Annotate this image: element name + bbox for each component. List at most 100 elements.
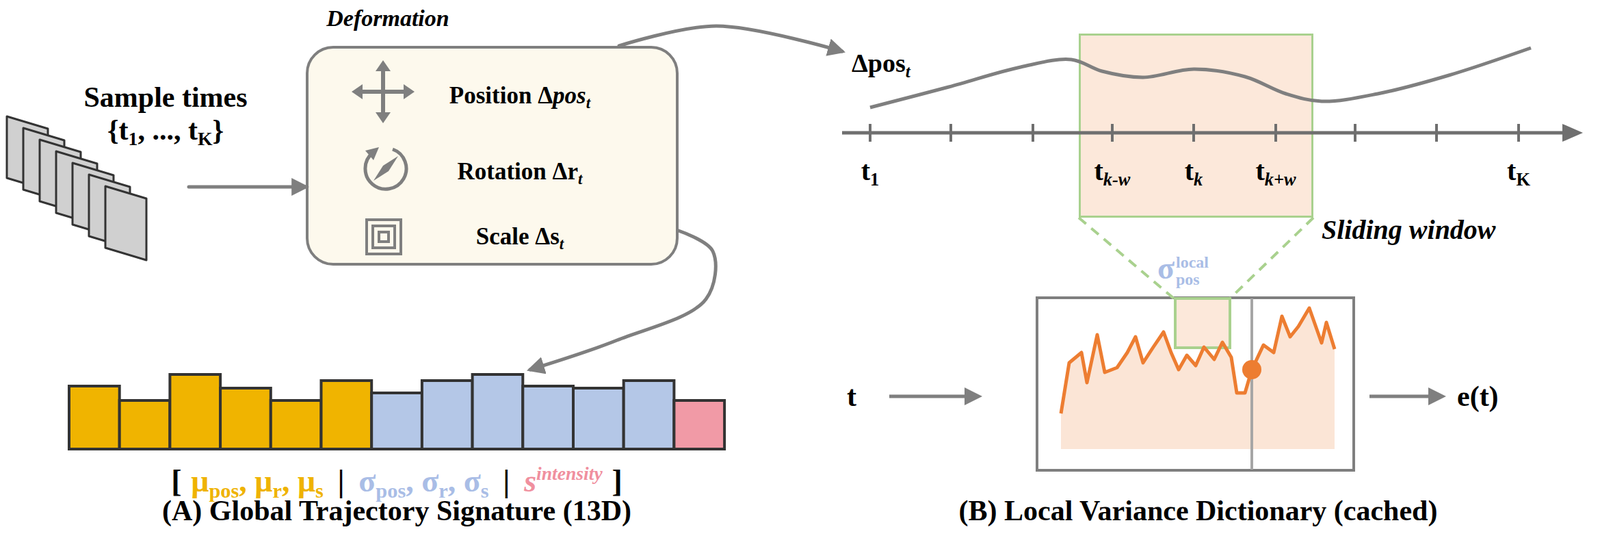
std-bar	[422, 380, 473, 449]
signature-text: s	[523, 463, 537, 498]
query-dot	[1242, 359, 1262, 379]
stack-title: {t	[107, 114, 129, 146]
icon-stroke	[365, 149, 407, 189]
stack-title-line: {t1, ..., tK}	[68, 113, 263, 156]
std-bar	[522, 385, 574, 449]
frame-sheet	[56, 151, 98, 226]
tick-label: k+w	[1264, 168, 1297, 190]
axis-ticks	[870, 123, 1519, 142]
stack-title: 1	[128, 127, 139, 150]
signature-text: , μ	[238, 463, 273, 498]
sample-stack: Sample times{t1, ..., tK}	[6, 78, 189, 267]
compass-needle	[373, 155, 399, 181]
mean-bar	[220, 387, 271, 449]
tick-label: t	[1094, 155, 1104, 187]
signature-text: , σ	[405, 463, 439, 498]
signature-text: μ	[190, 463, 209, 498]
window-projection	[1078, 217, 1314, 299]
delta-pos-curve	[870, 47, 1531, 108]
mean-bar	[321, 380, 373, 449]
tick-label-line: t1	[822, 154, 918, 196]
frame-sheet	[88, 174, 130, 249]
icon-head	[351, 84, 363, 100]
tick-label: t	[1255, 155, 1265, 187]
tick-label: K	[1515, 168, 1531, 190]
icon-head	[375, 60, 391, 72]
window-label: Sliding window	[1321, 214, 1497, 245]
local-sigma-label-line: σlocalpos	[1157, 247, 1267, 289]
arrow-head	[964, 387, 983, 405]
deformation-text: Scale Δs	[476, 223, 560, 250]
flow-arrow	[188, 185, 306, 189]
arrow-head	[1428, 387, 1447, 405]
arrow-shaft	[889, 394, 968, 399]
std-bar	[573, 387, 624, 449]
icon-square	[378, 231, 389, 242]
dashed-leader	[1229, 217, 1314, 299]
tick-label: k	[1193, 168, 1203, 190]
local-sigma-label: local	[1175, 253, 1209, 271]
tick-label-line: tK	[1470, 154, 1567, 196]
tick-label: t	[1184, 155, 1194, 187]
variance-dictionary: (B) Local Variance Dictionary (cached)	[1035, 296, 1356, 472]
local-window	[1175, 298, 1230, 348]
arrow-shaft	[1369, 394, 1432, 399]
variance-area	[1060, 307, 1335, 449]
stack-title: , ..., t	[137, 114, 198, 146]
signature-text: ]	[611, 463, 622, 498]
intensity-bar	[673, 400, 725, 449]
frame-sheet	[23, 127, 65, 202]
time-axis	[842, 123, 1583, 142]
deformation-text: Deformation	[326, 5, 449, 31]
icon-head	[375, 112, 391, 124]
tick-label: t	[1506, 155, 1516, 187]
icon-square	[366, 219, 401, 254]
tick-label-line: tk+w	[1227, 154, 1324, 196]
local-sigma-label: pos	[1175, 270, 1209, 288]
tick-label-line: tk-w	[1064, 154, 1161, 196]
frame-sheet	[39, 139, 81, 214]
signature-text: σ	[358, 463, 376, 498]
mean-bar	[270, 400, 322, 449]
time-cursor	[1250, 298, 1254, 470]
output-label: e(t)	[1457, 380, 1499, 412]
stack-title: K	[197, 127, 213, 150]
tick-label: 1	[870, 168, 880, 190]
deformation-text: pos	[552, 82, 587, 109]
stack-title: Sample times	[83, 81, 247, 113]
plot-label: t	[905, 62, 911, 81]
output-label-line: e(t)	[1457, 379, 1540, 413]
plot-label: Δpos	[851, 48, 906, 78]
flow-arrow	[530, 230, 716, 370]
input-label-line: t	[846, 379, 888, 413]
signature-text: intensity	[536, 462, 603, 484]
signature-text: |	[337, 463, 345, 498]
std-bar	[472, 374, 524, 449]
local-sigma-label: σ	[1157, 250, 1175, 286]
signature-text: , μ	[281, 463, 316, 498]
icon-square	[372, 225, 395, 248]
tick-label-line: tk	[1145, 154, 1242, 196]
signature-text: [	[171, 463, 182, 498]
icon-stroke	[358, 67, 408, 117]
signature-bars	[69, 374, 725, 449]
signature-bar: [μpos, μr, μs|σpos, σr, σs|sintensity](A…	[69, 369, 725, 527]
flow-arrow	[619, 25, 843, 52]
icon-head	[403, 84, 415, 100]
position-icon	[351, 60, 415, 124]
frame-sheet	[72, 162, 114, 237]
signature-text: |	[502, 463, 510, 498]
deformation-box: DeformationPosition ΔpostRotation ΔrtSca…	[305, 45, 679, 266]
deformation-text-line: Position Δpost	[383, 80, 657, 118]
deformation-text: t	[578, 169, 583, 188]
input-label: t	[846, 380, 857, 412]
deformation-text: t	[586, 93, 591, 112]
plot-label-line: Δpost	[851, 47, 962, 87]
frame-sheet	[6, 116, 48, 191]
output-arrow	[1369, 387, 1447, 405]
local-sigma-label-stack: localpos	[1175, 253, 1209, 288]
deformation-text: Position Δ	[449, 82, 553, 109]
